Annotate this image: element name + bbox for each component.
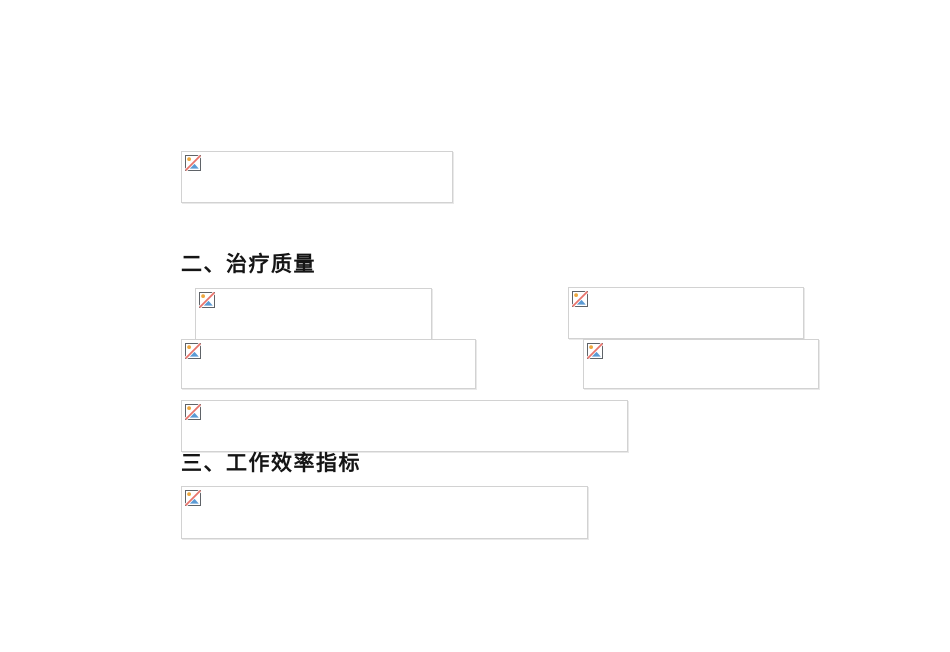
section-heading-treatment-quality: 二、治疗质量	[181, 252, 316, 276]
broken-image-icon	[185, 343, 201, 359]
broken-image-placeholder	[181, 151, 453, 203]
broken-image-icon	[572, 291, 588, 307]
broken-image-placeholder	[181, 486, 588, 539]
broken-image-icon	[199, 292, 215, 308]
broken-image-icon	[587, 343, 603, 359]
broken-image-icon	[185, 490, 201, 506]
broken-image-placeholder	[181, 400, 628, 452]
section-heading-work-efficiency: 三、工作效率指标	[181, 451, 361, 475]
broken-image-placeholder	[195, 288, 432, 340]
broken-image-placeholder	[583, 339, 819, 389]
broken-image-icon	[185, 404, 201, 420]
broken-image-placeholder	[181, 339, 476, 389]
broken-image-placeholder	[568, 287, 804, 339]
broken-image-icon	[185, 155, 201, 171]
